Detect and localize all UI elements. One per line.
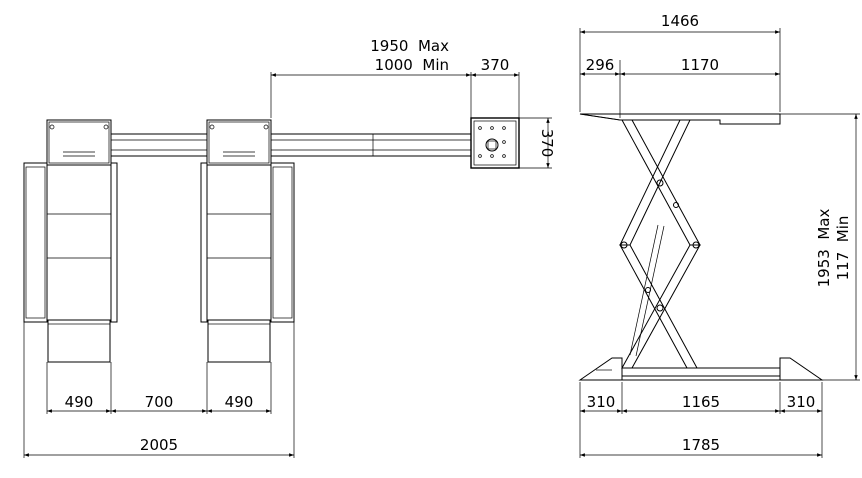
dim-extension-min: 1000 Min xyxy=(375,56,449,74)
dim-310-left: 310 xyxy=(587,393,616,411)
dim-2005: 2005 xyxy=(140,436,178,454)
lift-platform xyxy=(579,113,781,125)
lift-base xyxy=(578,357,824,381)
dim-296: 296 xyxy=(586,56,615,74)
dim-1170: 1170 xyxy=(681,56,719,74)
dim-1466: 1466 xyxy=(661,12,699,30)
dim-490-left: 490 xyxy=(65,393,94,411)
dim-490-right: 490 xyxy=(225,393,254,411)
dim-700: 700 xyxy=(145,393,174,411)
side-view: 1466 296 1170 1953 Max 117 Min 310 1165 … xyxy=(578,12,860,458)
cross-beam xyxy=(110,133,208,157)
control-console xyxy=(470,117,520,169)
dim-console-width: 370 xyxy=(481,56,510,74)
top-view: 490 700 490 2005 1950 Max 1000 Min 370 3… xyxy=(23,37,556,458)
dim-extension-max: 1950 Max xyxy=(370,37,449,55)
dim-console-height: 370 xyxy=(538,129,556,158)
scissor-mechanism xyxy=(619,119,701,369)
dim-1165: 1165 xyxy=(682,393,720,411)
extension-lines-top xyxy=(23,72,552,458)
dim-height-min: 117 Min xyxy=(834,216,852,281)
left-runway xyxy=(23,119,118,363)
dim-height-max: 1953 Max xyxy=(815,209,833,288)
extension-lines-side xyxy=(579,28,860,458)
dim-310-right: 310 xyxy=(787,393,816,411)
hose-channel xyxy=(270,133,472,157)
dim-1785: 1785 xyxy=(682,436,720,454)
